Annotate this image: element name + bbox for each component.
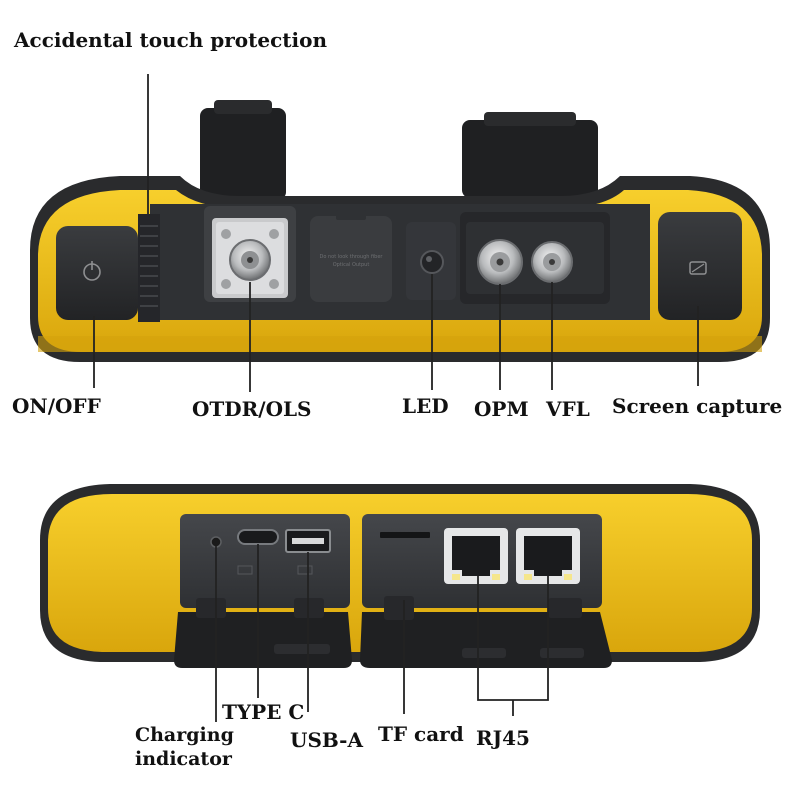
right-port-flap[interactable] [360, 612, 612, 668]
bottom-callout-lines [215, 544, 549, 722]
cover-text-line2: Optical Output [333, 262, 370, 268]
screen-capture-icon [689, 261, 707, 275]
power-button-pad[interactable] [56, 226, 138, 320]
opm-vfl-dust-cap[interactable] [462, 120, 598, 198]
otdr-screw-tl [221, 229, 231, 239]
left-port-panel [180, 514, 350, 608]
top-callout-lines [93, 74, 699, 392]
charging-line1: Charging [135, 724, 234, 746]
top-device: Do not look through fiber Optical Output [30, 100, 770, 362]
charging-indicator-led [210, 536, 222, 548]
label-rj45: RJ45 [476, 726, 530, 750]
otdr-dust-cap[interactable] [200, 108, 286, 200]
label-otdr-ols: OTDR/OLS [192, 397, 312, 421]
label-tf-card: TF card [378, 722, 464, 746]
cover-text-line1: Do not look through fiber [320, 254, 384, 260]
left-port-flap[interactable] [174, 612, 352, 668]
label-opm: OPM [474, 397, 529, 421]
type-c-port[interactable] [237, 529, 279, 545]
label-accidental-touch-protection: Accidental touch protection [14, 28, 327, 52]
bottom-device [40, 484, 760, 668]
charging-line2: indicator [135, 747, 232, 770]
label-charging-indicator: Charging indicator [135, 724, 234, 772]
tf-card-slot[interactable] [380, 532, 430, 538]
led-indicator [420, 250, 444, 274]
label-usb-a: USB-A [290, 728, 363, 752]
label-led: LED [402, 394, 449, 418]
label-vfl: VFL [546, 397, 590, 421]
label-type-c: TYPE C [222, 700, 305, 724]
blank-port-cover [310, 216, 392, 302]
label-screen-capture: Screen capture [612, 394, 783, 418]
label-on-off: ON/OFF [12, 394, 101, 418]
